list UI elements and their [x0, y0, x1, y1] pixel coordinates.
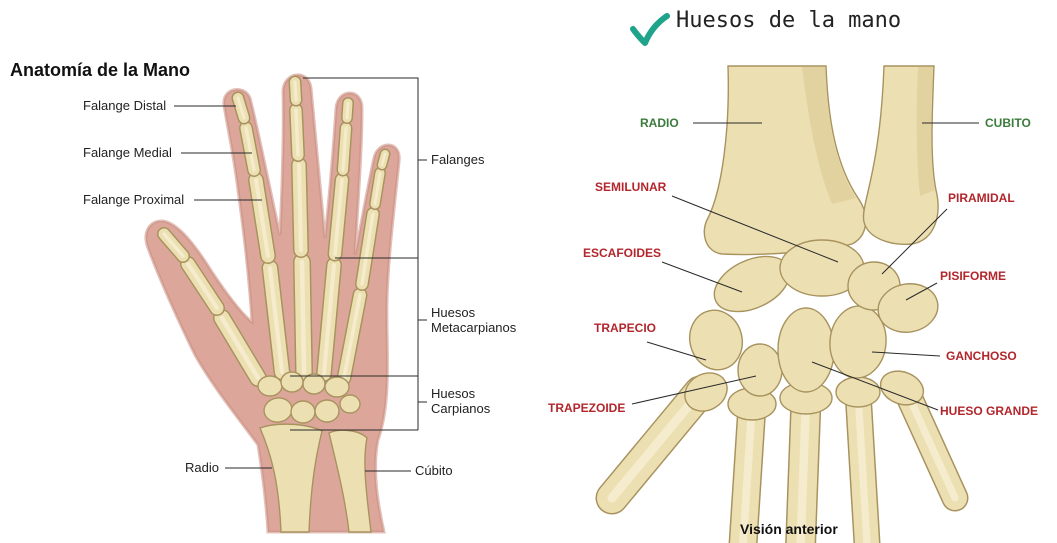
- label-line: Huesos: [431, 305, 476, 320]
- hand-middle-proximal-phalanx-highlight: [299, 165, 301, 250]
- hand-middle-medial-phalanx-highlight: [296, 110, 298, 155]
- label-huesos-carpianos: Huesos Carpianos: [431, 386, 491, 416]
- hand-middle-metacarpal: [302, 262, 304, 372]
- caption-vision-anterior: Visión anterior: [740, 521, 838, 537]
- label-cubito: Cúbito: [415, 463, 453, 478]
- hand-index-medial-phalanx: [246, 128, 254, 170]
- hand-ring-medial-phalanx: [343, 128, 346, 170]
- hand-middle-medial-phalanx: [296, 110, 298, 155]
- label-radio: Radio: [185, 460, 219, 475]
- label-falange-medial: Falange Medial: [83, 145, 172, 160]
- label-hueso-grande: HUESO GRANDE: [940, 404, 1038, 418]
- hand-index-metacarpal: [270, 268, 282, 372]
- label-huesos-metacarpianos: Huesos Metacarpianos: [431, 305, 517, 335]
- hand-trapezium-bone: [258, 376, 282, 396]
- label-radio-caps: RADIO: [640, 116, 679, 130]
- label-falanges: Falanges: [431, 152, 485, 167]
- checkmark-icon: [633, 16, 667, 43]
- hand-hamate-bone: [325, 377, 349, 397]
- label-semilunar: SEMILUNAR: [595, 180, 667, 194]
- label-pisiforme: PISIFORME: [940, 269, 1006, 283]
- label-trapecio: TRAPECIO: [594, 321, 656, 335]
- label-line: Huesos: [431, 386, 476, 401]
- label-ganchoso: GANCHOSO: [946, 349, 1017, 363]
- hand-ring-distal-phalanx: [347, 103, 348, 118]
- hand-trapezoid-bone: [281, 372, 303, 392]
- hand-index-distal-phalanx: [238, 98, 244, 118]
- hand-capitate-bone: [303, 374, 325, 394]
- hand-ring-proximal-phalanx: [335, 180, 342, 254]
- label-piramidal: PIRAMIDAL: [948, 191, 1015, 205]
- label-escafoides: ESCAFOIDES: [583, 246, 661, 260]
- hand-little-medial-phalanx: [375, 173, 380, 204]
- right-diagram: Huesos de la mano RADIO CUBITO SEMILUNAR…: [548, 8, 1038, 543]
- wrist-trapezoid-bone: [738, 344, 782, 396]
- label-trapezoide: TRAPEZOIDE: [548, 401, 625, 415]
- wrist-radius-bone: [704, 66, 865, 255]
- wrist-skeleton: [612, 66, 955, 543]
- label-cubito-caps: CUBITO: [985, 116, 1031, 130]
- left-diagram-title: Anatomía de la Mano: [10, 60, 190, 80]
- label-line: Carpianos: [431, 401, 491, 416]
- wrist-capitate-bone: [778, 308, 834, 392]
- hand-pisiform-bone: [340, 395, 360, 413]
- hand-middle-distal-phalanx: [295, 82, 296, 100]
- hand-lunate-bone: [291, 401, 315, 423]
- wrist-ring-metacarpal: [858, 392, 868, 543]
- hand-middle-distal-phalanx-highlight: [295, 82, 296, 100]
- hand-ring-metacarpal: [324, 265, 334, 374]
- label-line: Metacarpianos: [431, 320, 517, 335]
- hand-triquetrum-bone: [315, 400, 339, 422]
- wrist-ring-metacarpal-base: [836, 377, 880, 407]
- hand-middle-metacarpal-highlight: [302, 262, 304, 372]
- label-falange-distal: Falange Distal: [83, 98, 166, 113]
- hand-ring-distal-phalanx-highlight: [347, 103, 348, 118]
- right-diagram-heading: Huesos de la mano: [676, 8, 901, 33]
- left-diagram: Anatomía de la Mano Falange Distal Falan…: [10, 60, 517, 532]
- hand-middle-proximal-phalanx: [299, 165, 301, 250]
- label-falange-proximal: Falange Proximal: [83, 192, 184, 207]
- hand-little-distal-phalanx: [382, 154, 385, 165]
